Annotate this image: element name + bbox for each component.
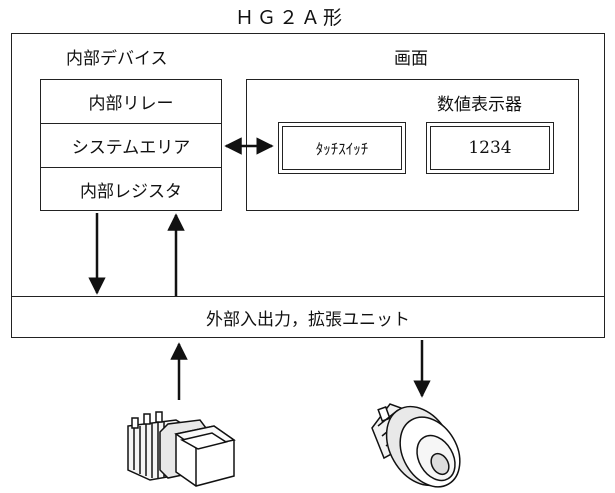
touch-switch: ﾀｯﾁｽｲｯﾁ [278,122,406,174]
screen-box [246,79,579,211]
system-area-label: システムエリア [71,138,191,158]
numeric-display-inner: 1234 [430,126,550,170]
touch-switch-inner: ﾀｯﾁｽｲｯﾁ [282,126,402,170]
external-io-bar: 外部入出力，拡張ユニット [11,296,605,338]
internal-devices-heading: 内部デバイス [66,49,168,69]
numeric-display-value: 1234 [468,138,512,158]
touch-switch-label: ﾀｯﾁｽｲｯﾁ [315,139,369,158]
numeric-display: 1234 [426,122,554,174]
internal-relay-row: 内部リレー [41,80,221,124]
internal-relay-label: 内部リレー [88,94,174,114]
internal-register-row: 内部レジスタ [41,168,221,210]
screen-heading: 画面 [394,49,428,69]
diagram-title: ＨＧ２Ａ形 [235,7,346,29]
numeric-display-heading: 数値表示器 [437,95,522,115]
internal-register-label: 内部レジスタ [80,181,182,202]
system-area-row: システムエリア [41,124,221,168]
internal-devices-box: 内部リレー システムエリア 内部レジスタ [40,79,222,211]
external-io-label: 外部入出力，拡張ユニット [206,309,410,330]
